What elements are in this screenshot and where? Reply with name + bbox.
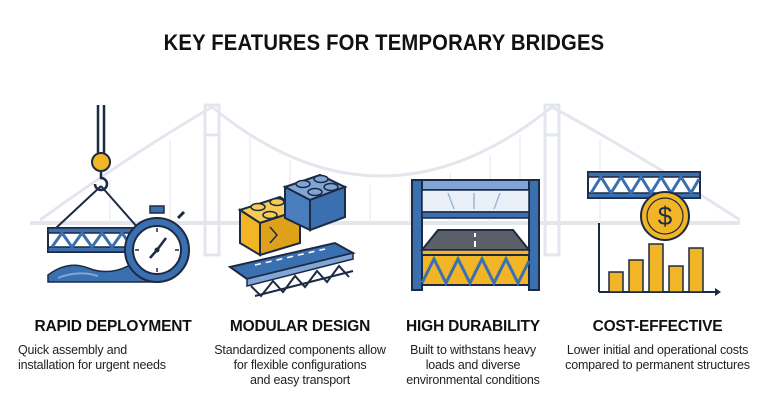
rapid-deployment-illustration xyxy=(47,105,190,283)
truss-base-icon xyxy=(420,254,531,287)
cost-effective-illustration: $ xyxy=(587,171,721,296)
feature-heading: HIGH DURABILITY xyxy=(406,318,540,335)
feature-heading: COST-EFFECTIVE xyxy=(592,318,723,335)
feature-high-durability: HIGH DURABILITY Built to withstans heavy… xyxy=(383,318,563,388)
dollar-coin-icon: $ xyxy=(640,191,690,241)
feature-heading: MODULAR DESIGN xyxy=(229,318,371,335)
feature-description: Built to withstans heavy loads and diver… xyxy=(406,343,540,387)
feature-modular-design: MODULAR DESIGN Standardized components a… xyxy=(205,318,395,388)
modular-truss-icon xyxy=(227,241,356,298)
high-durability-illustration xyxy=(411,179,540,291)
steel-frame-icon xyxy=(411,179,540,291)
stopwatch-icon xyxy=(124,205,190,283)
coin-symbol: $ xyxy=(658,201,673,231)
feature-heading: RAPID DEPLOYMENT xyxy=(34,318,192,335)
feature-description: Standardized components allow for flexib… xyxy=(214,343,386,387)
bar-chart-icon xyxy=(598,223,721,296)
feature-description: Lower initial and operational costs comp… xyxy=(565,343,750,372)
feature-rapid-deployment: RAPID DEPLOYMENT Quick assembly and inst… xyxy=(18,318,208,373)
blue-block-icon xyxy=(282,173,348,232)
truss-span-icon xyxy=(587,171,701,199)
road-deck-icon xyxy=(419,229,532,256)
crane-hook-icon xyxy=(55,105,139,229)
feature-description: Quick assembly and installation for urge… xyxy=(18,343,166,372)
feature-cost-effective: COST-EFFECTIVE Lower initial and operati… xyxy=(555,318,760,373)
page-title: KEY FEATURES FOR TEMPORARY BRIDGES xyxy=(163,30,605,55)
modular-design-illustration xyxy=(227,173,356,298)
